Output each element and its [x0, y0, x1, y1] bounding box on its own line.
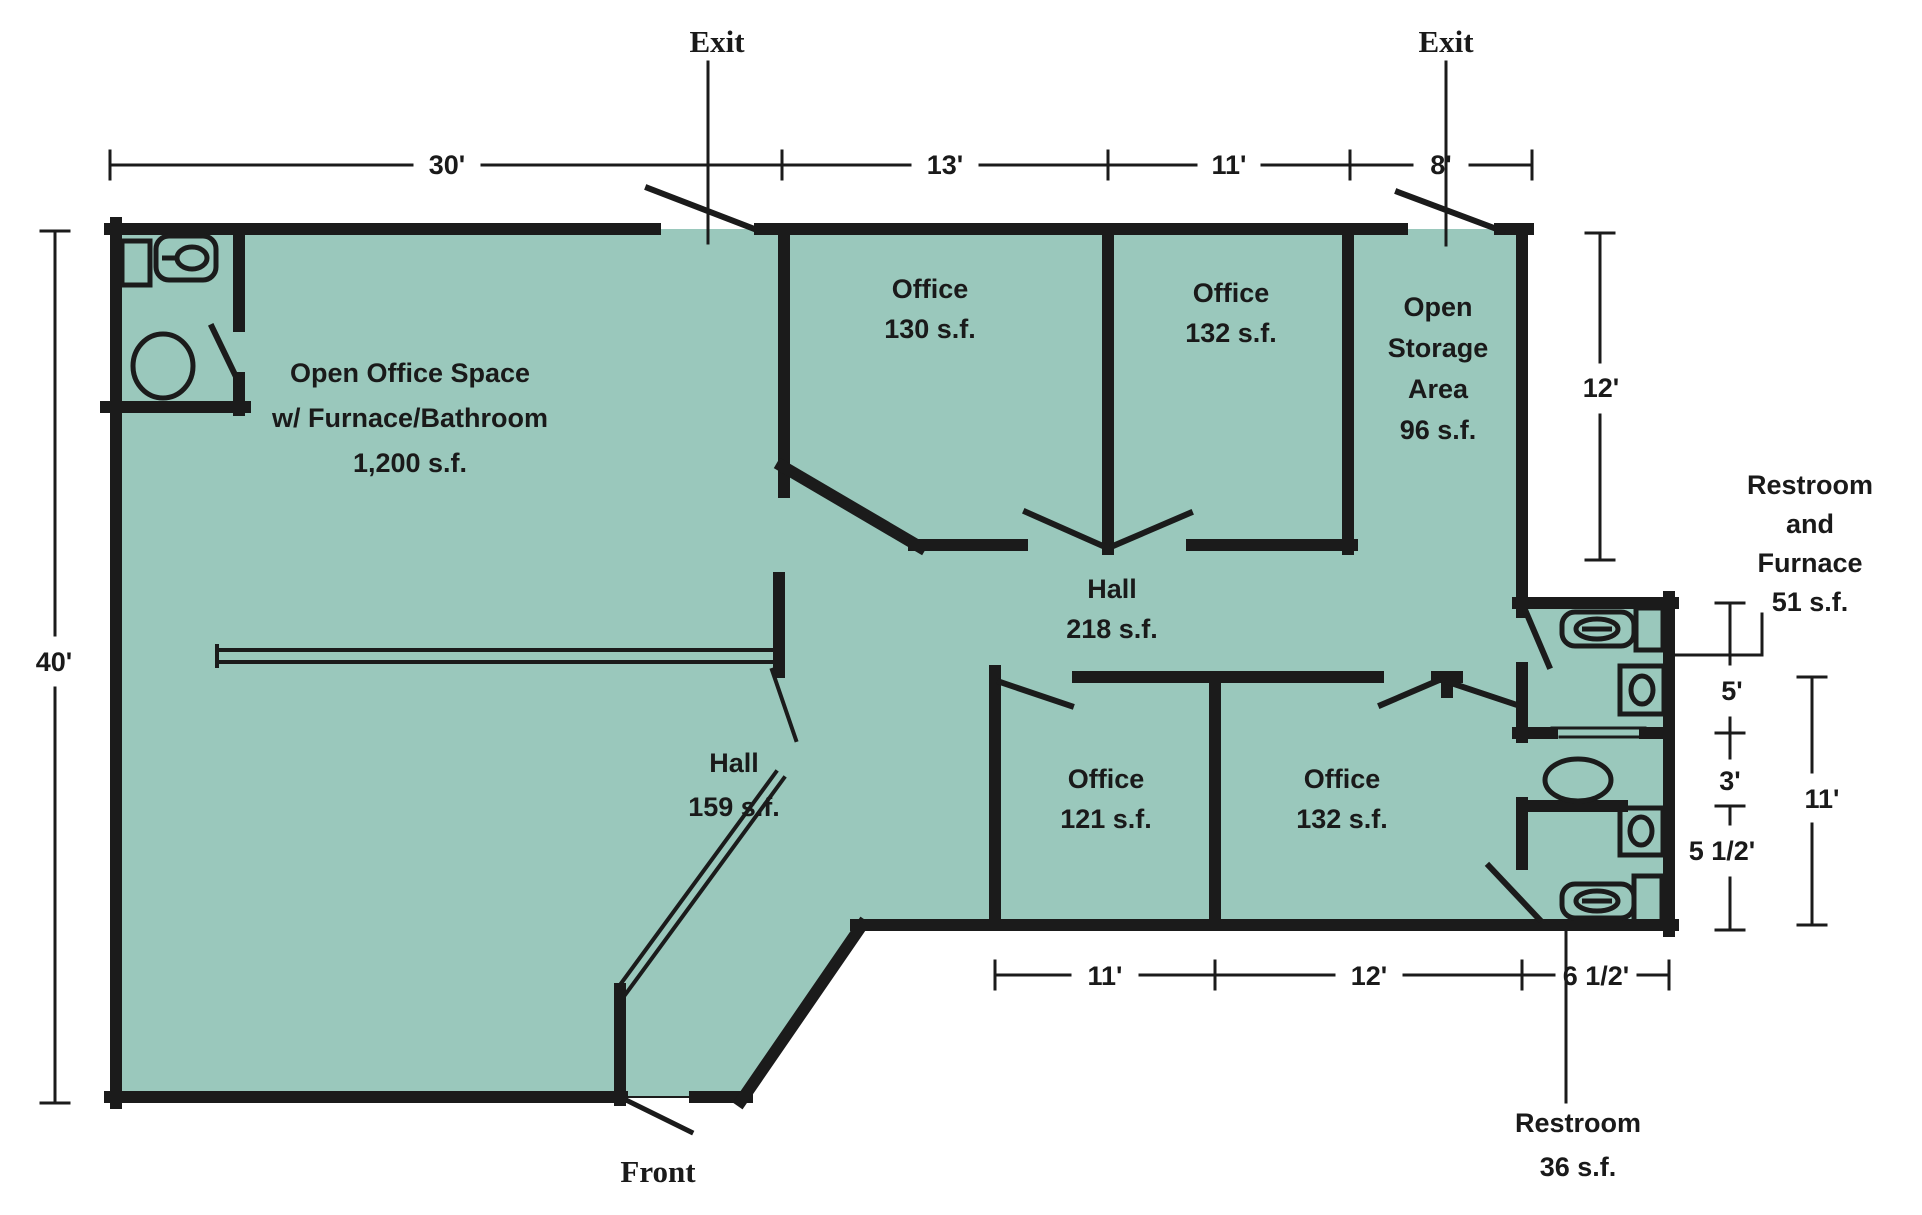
- sink-bowl-icon: [1628, 673, 1656, 707]
- office-132-bottom-name: Office: [1304, 764, 1381, 794]
- open-office-diagonal-wall: [773, 457, 929, 556]
- door-swings: [207, 184, 1553, 1136]
- hall-159-name: Hall: [709, 748, 759, 778]
- office130-door-leaf: [1022, 508, 1107, 550]
- toilet-seat-icon: [1573, 616, 1621, 642]
- exit-door-left-leaf: [644, 184, 761, 234]
- partitions: [215, 644, 1647, 1098]
- dim-3ft: 3': [1719, 766, 1740, 796]
- exit-label-right: Exit: [1418, 24, 1474, 59]
- wash-basin-icon: [130, 331, 196, 401]
- walls: [100, 217, 1679, 1110]
- toilet-tank: [1633, 605, 1666, 653]
- hall-stub-door-leaf: [769, 667, 799, 743]
- dim-6-half-ft: 6 1/2': [1563, 961, 1629, 991]
- open-office-label-2: w/ Furnace/Bathroom: [271, 403, 548, 433]
- restroom-furnace-leader: [1671, 612, 1764, 657]
- dim-11ft-bottom: 11': [1088, 961, 1123, 991]
- fixtures: [119, 233, 1667, 925]
- restroom-furnace-label-4: 51 s.f.: [1772, 587, 1849, 617]
- office-130-name: Office: [892, 274, 969, 304]
- dim-5-half-ft: 5 1/2': [1689, 836, 1755, 866]
- hall-159-area: 159 s.f.: [688, 792, 780, 822]
- office-132-top-area: 132 s.f.: [1185, 318, 1277, 348]
- restroom-furnace-label-2: and: [1786, 509, 1834, 539]
- dimension-lines: [39, 60, 1828, 1105]
- front-door-leaf: [622, 1096, 695, 1136]
- sink-icon: [1617, 663, 1667, 717]
- front-label: Front: [620, 1154, 696, 1189]
- vestibule-glass-a: [614, 769, 779, 992]
- dim-13ft: 13': [927, 150, 963, 180]
- dim-40ft: 40': [36, 647, 72, 677]
- restroom-36-label-1: Restroom: [1515, 1108, 1641, 1138]
- bathroom-counter: [119, 238, 153, 288]
- vestibule-glass-b: [622, 775, 787, 998]
- open-office-label-1: Open Office Space: [290, 358, 530, 388]
- office132-bottom-door-leaf: [1377, 677, 1441, 709]
- dim-11ft-annex: 11': [1805, 784, 1840, 814]
- bathroom-door-leaf: [207, 322, 244, 388]
- sink-bowl-icon: [1627, 814, 1655, 848]
- office-132-bottom-area: 132 s.f.: [1296, 804, 1388, 834]
- restroom-furnace-label-3: Furnace: [1757, 548, 1862, 578]
- dim-12ft-bottom: 12': [1351, 961, 1387, 991]
- restroom-bottom-door-leaf: [1484, 861, 1544, 924]
- exit-label-left: Exit: [689, 24, 745, 59]
- dim-5ft: 5': [1721, 676, 1742, 706]
- toilet-icon: [153, 233, 219, 283]
- office132-top-door-leaf: [1109, 509, 1194, 550]
- restroom-nook-door-leaf: [1444, 678, 1518, 708]
- wash-basin-icon: [1542, 756, 1614, 804]
- toilet-seat-icon: [1573, 888, 1621, 914]
- storefront-diagonal-wall: [732, 916, 871, 1110]
- hall-218-area: 218 s.f.: [1066, 614, 1158, 644]
- office121-door-leaf: [996, 678, 1075, 710]
- restroom-36-label-2: 36 s.f.: [1540, 1152, 1617, 1182]
- dim-12ft-storage: 12': [1583, 373, 1619, 403]
- storage-label-4: 96 s.f.: [1400, 415, 1477, 445]
- storage-label-2: Storage: [1388, 333, 1489, 363]
- building-floor: [116, 229, 1669, 1097]
- storage-label-1: Open: [1403, 292, 1472, 322]
- dim-8ft: 8': [1430, 150, 1451, 180]
- sink-icon: [1617, 805, 1666, 858]
- toilet-tank: [1631, 873, 1665, 925]
- exit-door-right-leaf: [1394, 188, 1506, 235]
- office-130-area: 130 s.f.: [884, 314, 976, 344]
- dim-30ft: 30': [429, 150, 465, 180]
- office-132-top-name: Office: [1193, 278, 1270, 308]
- dim-11ft-top: 11': [1212, 150, 1247, 180]
- office-121-name: Office: [1068, 764, 1145, 794]
- hall-218-name: Hall: [1087, 574, 1137, 604]
- office-121-area: 121 s.f.: [1060, 804, 1152, 834]
- storage-label-3: Area: [1408, 374, 1469, 404]
- labels: Exit Exit Front Open Office Space w/ Fur…: [36, 24, 1873, 1189]
- restroom-furnace-label-1: Restroom: [1747, 470, 1873, 500]
- restroom-top-door-leaf: [1522, 608, 1553, 670]
- open-office-label-3: 1,200 s.f.: [353, 448, 467, 478]
